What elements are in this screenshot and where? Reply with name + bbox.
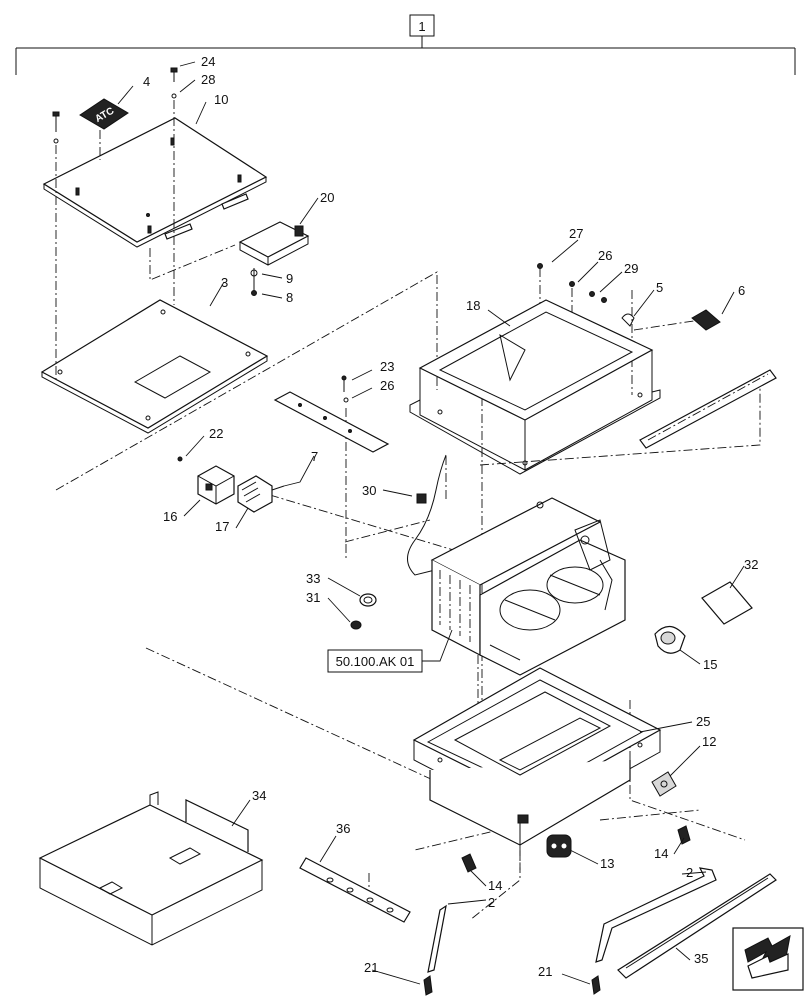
- callout-31: 31: [306, 590, 320, 605]
- part-plate: [691, 309, 721, 331]
- part-bottom-strip: [617, 873, 777, 979]
- callout-24: 24: [201, 54, 215, 69]
- screw-group-top: [52, 67, 178, 144]
- callout-14-right: 14: [654, 846, 668, 861]
- assembly-bracket: 1: [15, 14, 796, 75]
- callout-20: 20: [320, 190, 334, 205]
- part-resistor-block: [237, 475, 285, 513]
- callout-27: 27: [569, 226, 583, 241]
- callout-26-left: 26: [380, 378, 394, 393]
- part-top-cover: [42, 117, 268, 248]
- part-angled-strip: [299, 857, 411, 923]
- callout-18: 18: [466, 298, 480, 313]
- part-drain-hose-left: [423, 853, 477, 996]
- part-seal-strip: [639, 369, 777, 449]
- part-grommet-13: [546, 834, 572, 858]
- part-filter-pad: [701, 581, 753, 625]
- callout-7: 7: [311, 449, 318, 464]
- callout-13: 13: [600, 856, 614, 871]
- callout-30: 30: [362, 483, 376, 498]
- part-relay: [197, 465, 235, 505]
- callout-5: 5: [656, 280, 663, 295]
- callout-26-right: 26: [598, 248, 612, 263]
- part-hvac-core: [430, 497, 626, 676]
- part-drain-hose-right: [591, 825, 717, 995]
- part-panel: [40, 299, 269, 434]
- assembly-number: 1: [418, 19, 425, 34]
- callout-leaders: [117, 61, 745, 985]
- callout-6: 6: [738, 283, 745, 298]
- callout-29: 29: [624, 261, 638, 276]
- callout-28: 28: [201, 72, 215, 87]
- callout-8: 8: [286, 290, 293, 305]
- callout-9: 9: [286, 271, 293, 286]
- arrow-next-icon[interactable]: [732, 927, 804, 991]
- callout-12: 12: [702, 734, 716, 749]
- callout-21-left: 21: [364, 960, 378, 975]
- callout-16: 16: [163, 509, 177, 524]
- part-gasket-strip: [273, 391, 390, 453]
- part-base-tray: [412, 667, 662, 846]
- callout-17: 17: [215, 519, 229, 534]
- part-control-module: [238, 221, 310, 296]
- part-frame-housing: [409, 299, 661, 475]
- callout-35: 35: [694, 951, 708, 966]
- reference-box: 50.100.AK 01: [327, 629, 453, 673]
- part-floor-cover: [38, 791, 264, 946]
- callout-21-right: 21: [538, 964, 552, 979]
- callout-25: 25: [696, 714, 710, 729]
- part-grommet: [359, 593, 377, 607]
- part-sensor-wire: [407, 454, 447, 576]
- callout-23: 23: [380, 359, 394, 374]
- callout-36: 36: [336, 821, 350, 836]
- part-clip: [350, 620, 362, 630]
- callout-10: 10: [214, 92, 228, 107]
- callout-15: 15: [703, 657, 717, 672]
- reference-label: 50.100.AK 01: [336, 654, 415, 669]
- hardware-group-left: [177, 375, 349, 462]
- part-grommet-12: [651, 771, 677, 797]
- part-cap: [654, 625, 686, 654]
- callout-22: 22: [209, 426, 223, 441]
- hardware-group-right: [537, 263, 635, 327]
- callout-33: 33: [306, 571, 320, 586]
- callout-34: 34: [252, 788, 266, 803]
- callout-4: 4: [143, 74, 150, 89]
- callout-labels: 4 10 24 28 20 9 8 3 27 26 29 5 6 18 23 2…: [143, 54, 758, 979]
- callout-3: 3: [221, 275, 228, 290]
- callout-2-left: 2: [488, 895, 495, 910]
- callout-32: 32: [744, 557, 758, 572]
- callout-14-left: 14: [488, 878, 502, 893]
- callout-2-right: 2: [686, 865, 693, 880]
- part-atc-decal: ATC: [79, 98, 129, 130]
